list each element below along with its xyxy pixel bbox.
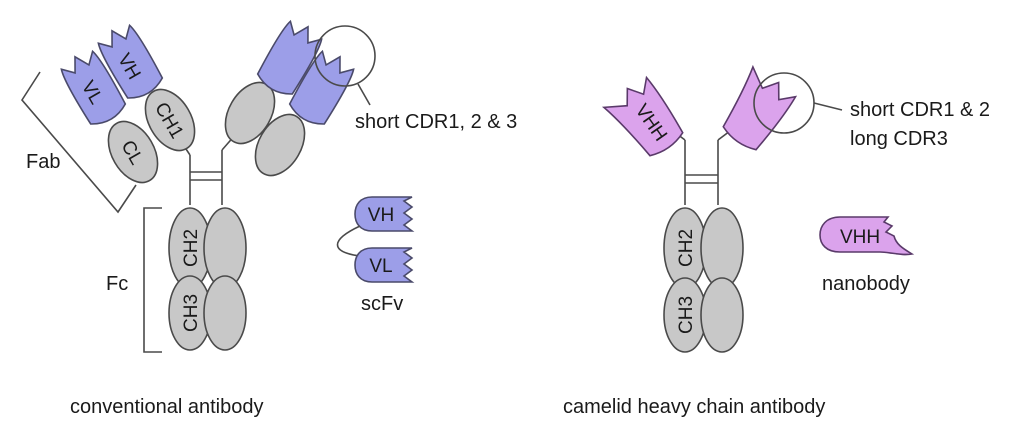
camelid-domain-ch3: CH3: [663, 277, 707, 353]
nanobody: VHH nanobody: [819, 216, 915, 295]
camelid-domain-ch2: CH2: [663, 207, 707, 289]
nanobody-vhh-label: VHH: [840, 227, 880, 248]
fc-bracket: Fc: [106, 207, 162, 353]
scfv-linker: [336, 225, 361, 257]
scfv-vl: [354, 247, 415, 283]
camelid-antibody: VHH short CDR1 & 2 long CDR3 CH2 CH3 cam…: [563, 64, 990, 418]
camelid-domain-ch2-right: [700, 207, 744, 289]
nanobody-label: nanobody: [822, 273, 910, 295]
label-ch3: CH3: [181, 294, 202, 332]
domain-ch3-right: [203, 275, 247, 351]
scfv-vh-label: VH: [368, 205, 394, 226]
camelid-antibody-caption: camelid heavy chain antibody: [563, 396, 825, 418]
domain-ch2: CH2: [168, 207, 212, 289]
camelid-label-ch2: CH2: [676, 229, 697, 267]
scfv-vh: [354, 196, 415, 232]
fab-label: Fab: [26, 151, 60, 173]
camelid-label-ch3: CH3: [676, 296, 697, 334]
conventional-antibody-caption: conventional antibody: [70, 396, 263, 418]
conventional-left-fab: CL CH1 VL VH: [60, 23, 196, 184]
fc-label: Fc: [106, 273, 128, 295]
domain-ch1: CH1: [144, 88, 196, 152]
domain-ch3: CH3: [168, 275, 212, 351]
camelid-domain-ch3-right: [700, 277, 744, 353]
camelid-cdr-label-1: short CDR1 & 2: [850, 99, 990, 121]
camelid-left-vhh: VHH: [601, 75, 684, 157]
camelid-fc: CH2 CH3: [663, 207, 744, 353]
domain-vh: VH: [97, 23, 164, 99]
cdr-callout-line: [357, 83, 371, 106]
conventional-fc: CH2 CH3: [168, 207, 247, 351]
short-cdr-label: short CDR1, 2 & 3: [355, 111, 517, 133]
domain-cl: CL: [107, 120, 159, 184]
cdr-highlight-circle: [314, 25, 376, 87]
nanobody-vhh: [819, 216, 915, 256]
scfv-label: scFv: [361, 293, 403, 315]
domain-vh-right: [256, 19, 323, 95]
conventional-antibody: CL CH1 VL VH short CDR1, 2 & 3: [21, 19, 517, 418]
scfv: VH VL scFv: [336, 196, 415, 315]
fab-bracket: Fab: [21, 71, 137, 214]
camelid-right-vhh: [722, 64, 798, 151]
label-ch2: CH2: [181, 229, 202, 267]
domain-vl: VL: [60, 49, 127, 125]
domain-vl-right: [288, 49, 355, 125]
conventional-right-fab: [224, 19, 355, 177]
domain-cl-right: [254, 113, 306, 177]
camelid-cdr-callout: [813, 102, 843, 111]
scfv-vl-label: VL: [369, 256, 392, 277]
camelid-cdr-label-2: long CDR3: [850, 128, 948, 150]
